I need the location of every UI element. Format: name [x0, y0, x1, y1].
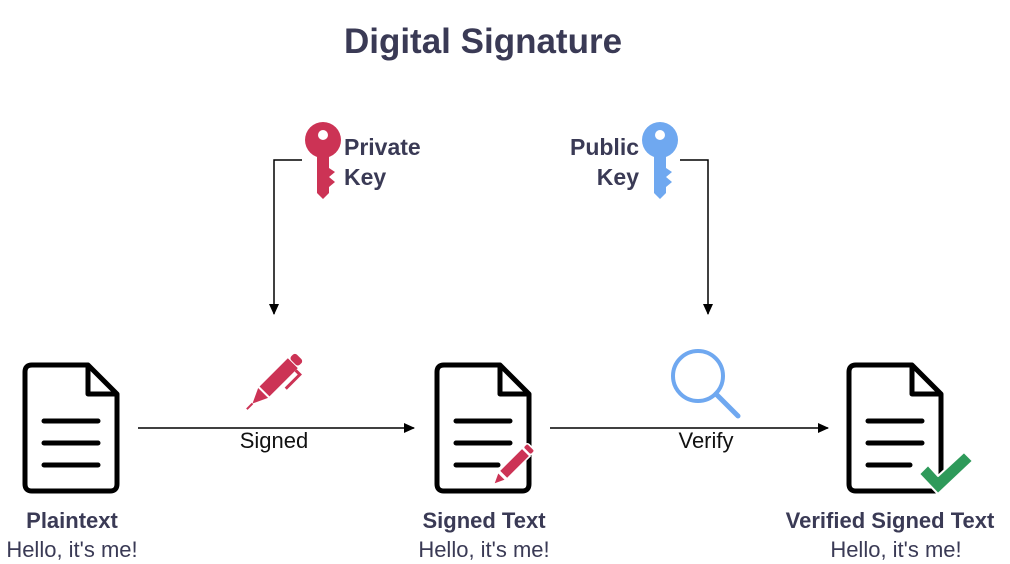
- public-key-label-line2: Key: [596, 164, 639, 190]
- private-key-icon: [305, 122, 341, 199]
- verified-signed-text-title: Verified Signed Text: [785, 508, 995, 533]
- signed-text-title: Signed Text: [422, 508, 546, 533]
- public-key-connector: [680, 159, 713, 315]
- private-key-label-line2: Key: [344, 164, 387, 190]
- pen-icon: [246, 353, 303, 410]
- public-key-icon: [642, 122, 678, 199]
- verify-edge-label: Verify: [678, 428, 734, 453]
- checkmark-icon: [918, 451, 974, 495]
- private-key-label: Private Key: [344, 132, 421, 192]
- plaintext-title: Plaintext: [26, 508, 118, 533]
- signed-document-icon: [434, 362, 532, 494]
- public-key-label: Public Key: [567, 132, 639, 192]
- plaintext-content: Hello, it's me!: [6, 537, 138, 562]
- magnifier-icon: [671, 349, 741, 419]
- diagram-title: Digital Signature: [343, 22, 623, 61]
- public-key-label-line1: Public: [569, 134, 639, 160]
- signed-text-content: Hello, it's me!: [418, 537, 550, 562]
- verified-signed-text-content: Hello, it's me!: [830, 537, 962, 562]
- private-key-connector: [269, 159, 302, 315]
- plaintext-document-icon: [22, 362, 120, 494]
- private-key-label-line1: Private: [344, 134, 421, 160]
- signature-pen-icon: [492, 442, 536, 486]
- signed-edge-label: Signed: [239, 428, 309, 453]
